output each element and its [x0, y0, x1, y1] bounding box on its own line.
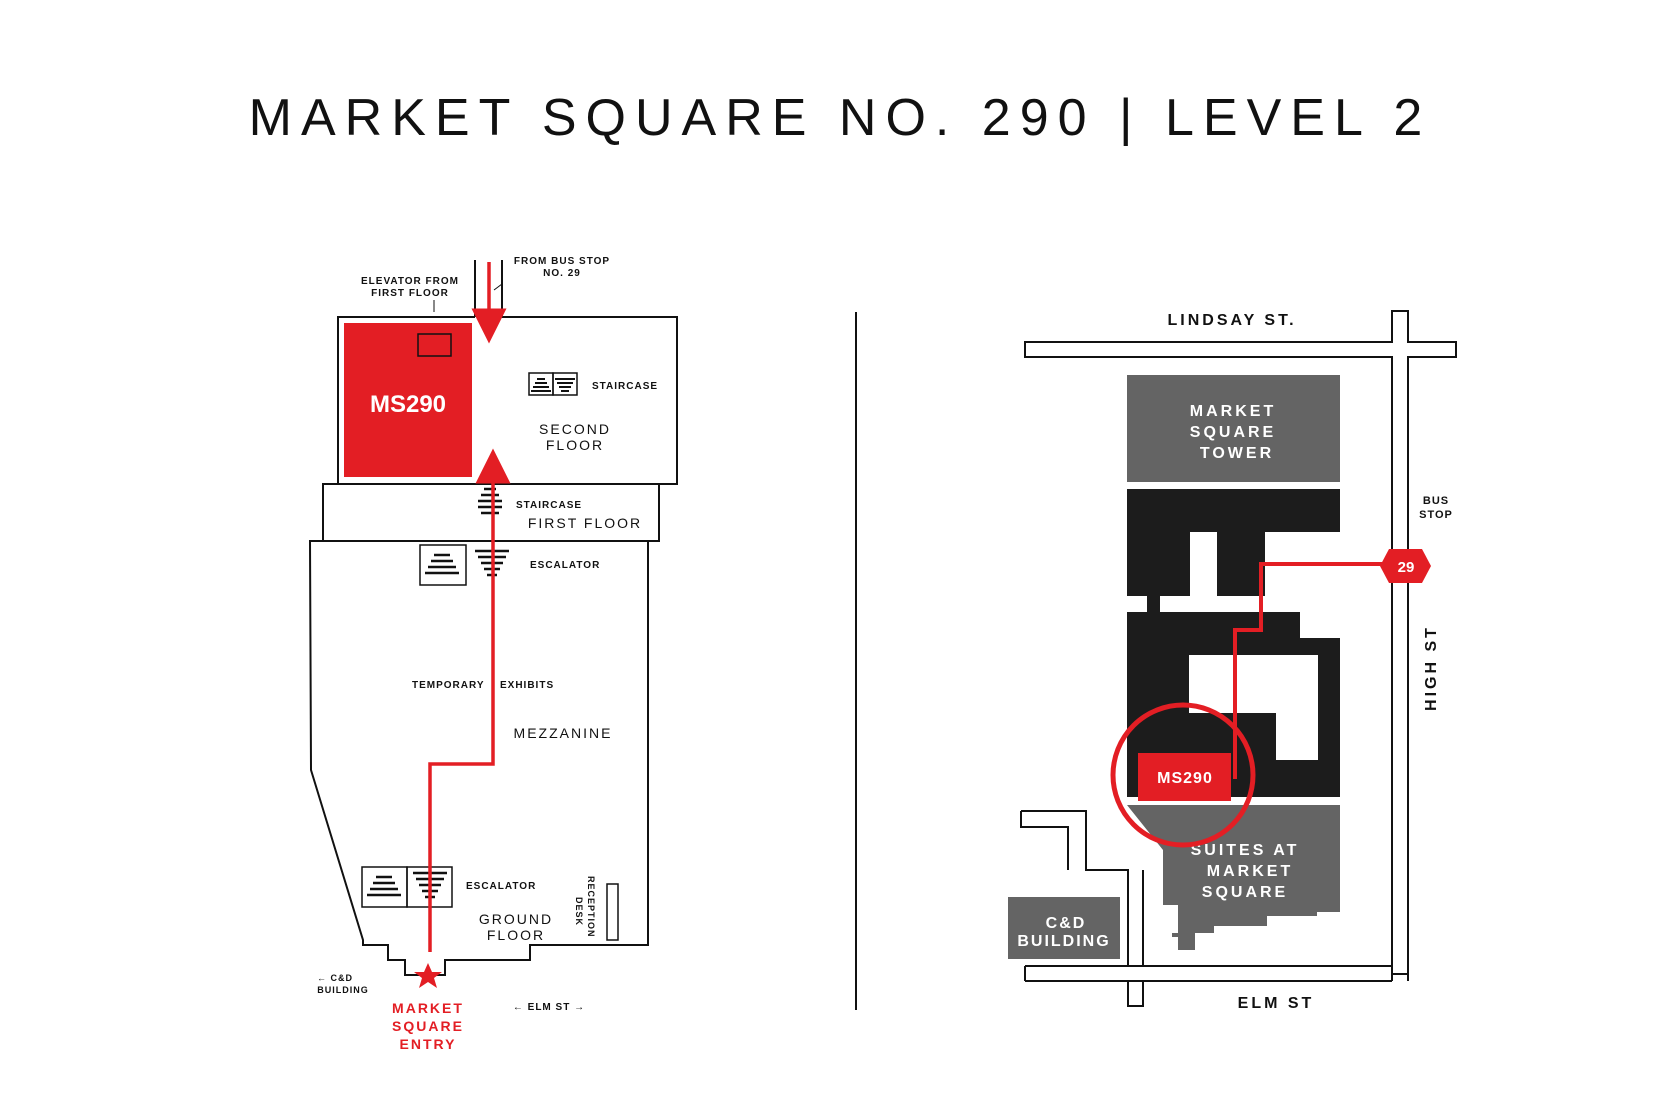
exhibits-label: EXHIBITS	[500, 680, 554, 691]
main-building-top	[1127, 489, 1340, 614]
escalator-bottom-icon	[361, 866, 453, 908]
mezzanine-label: MEZZANINE	[514, 725, 613, 741]
entry-label-line3: ENTRY	[400, 1036, 457, 1052]
route-bus-to-ms290	[1233, 562, 1384, 779]
lindsay-street	[1024, 310, 1457, 975]
suites-label-line3: SQUARE	[1202, 884, 1288, 901]
bus-label-line2: NO. 29	[543, 268, 581, 279]
market-square-tower	[1127, 375, 1340, 482]
side-street	[1020, 810, 1144, 1007]
staircase-top-label: STAIRCASE	[592, 381, 658, 392]
staircase-first-icon	[478, 487, 502, 515]
ground-floor-outline	[308, 540, 649, 976]
elm-st-label-left: ← ELM ST →	[513, 1002, 585, 1013]
elevator-label-line1: ELEVATOR FROM	[361, 276, 459, 287]
escalator-bottom-label: ESCALATOR	[466, 881, 536, 892]
ground-floor-label-line2: FLOOR	[487, 927, 545, 943]
second-floor-label-line1: SECOND	[539, 421, 611, 437]
high-st-label: HIGH ST	[1423, 625, 1440, 711]
site-map: MARKET SQUARE TOWER SUITES AT MARKET SQU…	[1008, 310, 1457, 1012]
temporary-label: TEMPORARY	[412, 680, 485, 691]
bus-stop-number: 29	[1398, 559, 1415, 576]
reception-label-line1: RECEPTION	[586, 876, 596, 938]
entry-label-line2: SQUARE	[392, 1018, 464, 1034]
escalator-top-label: ESCALATOR	[530, 560, 600, 571]
cd-building	[1008, 897, 1120, 959]
main-building-lower	[1127, 612, 1340, 797]
staircase-first-label: STAIRCASE	[516, 500, 582, 511]
bus-stop-hexagon[interactable]	[1380, 549, 1431, 583]
ms290-marker[interactable]	[1138, 753, 1231, 801]
suites-label-line1: SUITES AT	[1191, 842, 1300, 859]
entry-label-line1: MARKET	[392, 1000, 464, 1016]
cd-building-label-line2: BUILDING	[317, 985, 369, 995]
elevator-box	[417, 333, 452, 357]
page-title: MARKET SQUARE NO. 290 | LEVEL 2	[248, 89, 1432, 147]
site-ms290-label: MS290	[1157, 770, 1213, 787]
bus-stop-label-line1: BUS	[1423, 495, 1449, 507]
bus-stop-label-line2: STOP	[1419, 509, 1453, 521]
entry-star-icon	[414, 963, 442, 988]
suites-label-line2: MARKET	[1207, 863, 1293, 880]
tower-label-line3: TOWER	[1200, 445, 1274, 462]
reception-label-line2: DESK	[574, 897, 584, 926]
tower-label-line1: MARKET	[1190, 403, 1276, 420]
lindsay-st-label: LINDSAY ST.	[1167, 312, 1296, 329]
reception-desk	[606, 883, 619, 941]
route-entry-to-ms290	[428, 448, 511, 952]
elm-street	[1024, 965, 1409, 982]
first-floor-label: FIRST FLOOR	[528, 515, 642, 531]
elevator-label-line2: FIRST FLOOR	[371, 288, 449, 299]
bus-label-line1: FROM BUS STOP	[514, 256, 610, 267]
tower-label-line2: SQUARE	[1190, 424, 1276, 441]
cd-label-line2: BUILDING	[1017, 933, 1110, 950]
bus-pointer	[493, 283, 503, 291]
floor-plan: MS290 ELEVATOR FROM FIRST FLOOR FROM BUS…	[308, 256, 678, 1052]
suites-building	[1127, 805, 1340, 950]
ground-floor-label-line1: GROUND	[479, 911, 553, 927]
cd-label-line1: C&D	[1046, 915, 1087, 932]
ms290-highlight-circle	[1110, 702, 1256, 848]
ms290-label: MS290	[370, 391, 446, 418]
second-floor-label-line2: FLOOR	[546, 437, 604, 453]
escalator-top-icon	[419, 544, 509, 586]
elm-st-label: ELM ST	[1238, 995, 1315, 1012]
staircase-icon	[528, 372, 578, 396]
cd-building-label-line1: ← C&D	[317, 973, 353, 983]
